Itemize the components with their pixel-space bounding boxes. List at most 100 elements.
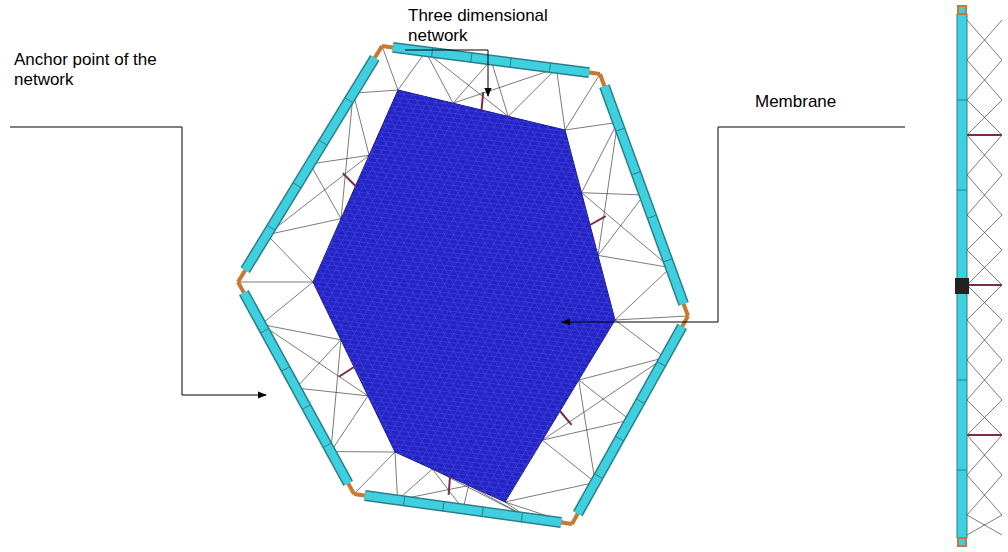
- mesh-line: [515, 0, 815, 552]
- mesh-line: [11, 0, 311, 552]
- mesh-line: [767, 0, 1008, 552]
- mesh-line: [848, 0, 1008, 552]
- mesh-line: [551, 0, 851, 552]
- tie-segment: [343, 173, 356, 186]
- mesh-line: [0, 402, 1008, 522]
- bar-joint: [616, 128, 625, 131]
- mesh-line: [0, 388, 1008, 508]
- mesh-line: [0, 28, 1008, 148]
- mesh-line: [0, 519, 1008, 552]
- corner-joint: [958, 6, 966, 14]
- callout-label: Membrane: [755, 92, 875, 112]
- mesh-line: [29, 0, 329, 552]
- mesh-line: [254, 0, 554, 552]
- cable: [353, 93, 369, 155]
- mesh-line: [893, 0, 1008, 552]
- cable: [238, 282, 313, 283]
- mesh-line: [929, 0, 1008, 552]
- mesh-line: [524, 0, 824, 552]
- mesh-line: [182, 0, 482, 552]
- mesh-line: [0, 442, 1008, 552]
- cable: [296, 340, 341, 388]
- mesh-line: [0, 276, 1008, 396]
- mesh-line: [956, 0, 1008, 552]
- mesh-line: [92, 0, 392, 552]
- mesh-line: [0, 0, 185, 552]
- mesh-line: [0, 339, 1008, 459]
- cable: [615, 268, 670, 320]
- cable: [261, 282, 313, 324]
- mesh-line: [461, 0, 761, 552]
- mesh-line: [0, 253, 1008, 373]
- cable: [967, 20, 1002, 60]
- mesh-line: [722, 0, 1008, 552]
- cable: [579, 380, 596, 482]
- mesh-line: [668, 0, 968, 552]
- bar-joint: [260, 328, 269, 333]
- mesh-line: [938, 0, 1008, 552]
- mesh-line: [0, 64, 1008, 184]
- bar-joint: [319, 140, 328, 145]
- tie-segment: [449, 477, 450, 495]
- mesh-line: [569, 0, 869, 552]
- mesh-line: [821, 0, 1008, 552]
- mesh-line: [650, 0, 950, 552]
- mesh-line: [0, 0, 14, 552]
- mesh-line: [2, 0, 302, 552]
- mesh-line: [371, 0, 671, 552]
- mesh-line: [101, 0, 401, 552]
- mesh-line: [83, 0, 383, 552]
- mesh-line: [0, 478, 1008, 552]
- mesh-line: [0, 0, 1008, 94]
- mesh-line: [740, 0, 1008, 552]
- mesh-line: [0, 447, 1008, 552]
- mesh-line: [677, 0, 977, 552]
- cable: [967, 20, 1002, 60]
- mesh-line: [47, 0, 347, 552]
- mesh-line: [704, 0, 1004, 552]
- mesh-line: [731, 0, 1008, 552]
- mesh-line: [47, 0, 347, 552]
- mesh-line: [776, 0, 1008, 552]
- mesh-line: [938, 0, 1008, 552]
- cable: [967, 435, 1002, 475]
- cable: [615, 320, 665, 358]
- mesh-line: [0, 0, 266, 552]
- mesh-line: [596, 0, 896, 552]
- tie-segment: [560, 411, 572, 425]
- mesh-line: [0, 0, 1008, 54]
- mesh-line: [0, 492, 1008, 552]
- mesh-line: [812, 0, 1008, 552]
- mesh-line: [0, 0, 230, 552]
- mesh-line: [0, 154, 1008, 274]
- mesh-line: [110, 0, 410, 552]
- mesh-line: [704, 0, 1004, 552]
- cable: [967, 360, 1002, 400]
- mesh-line: [0, 330, 1008, 450]
- mesh-line: [0, 537, 1008, 552]
- tie-segment: [339, 92, 606, 495]
- mesh-line: [0, 19, 1008, 139]
- mesh-line: [0, 186, 1008, 306]
- mesh-line: [803, 0, 1008, 552]
- mesh-line: [0, 0, 212, 552]
- mesh-line: [0, 240, 1008, 360]
- mesh-line: [146, 0, 446, 552]
- mesh-line: [515, 0, 815, 552]
- cable: [398, 52, 426, 90]
- cable: [967, 400, 1002, 435]
- mesh-line: [0, 352, 1008, 472]
- mesh-line: [695, 0, 995, 552]
- mesh-line: [479, 0, 779, 552]
- mesh-line: [0, 0, 221, 552]
- corner-joint: [238, 282, 244, 293]
- cable: [582, 193, 645, 195]
- mesh-line: [335, 0, 635, 552]
- mesh-line: [974, 0, 1008, 552]
- mesh-line: [0, 159, 1008, 279]
- mesh-line: [0, 294, 1008, 414]
- bar-joint: [657, 361, 666, 366]
- mesh-line: [0, 348, 1008, 468]
- side-view: [955, 6, 1002, 546]
- mesh-line: [569, 0, 869, 552]
